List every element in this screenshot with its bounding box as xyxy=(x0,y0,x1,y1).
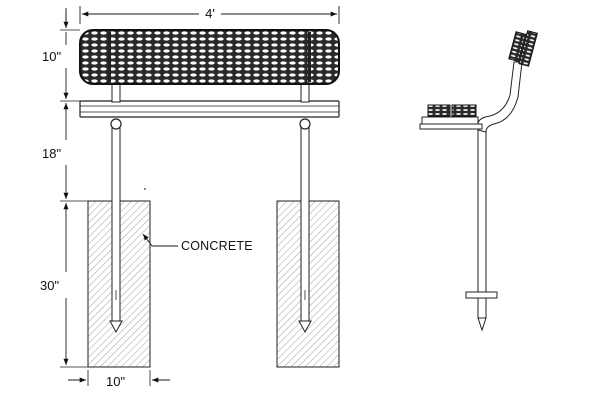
dim-vertical-chain: 10" 18" 30" xyxy=(40,8,88,368)
dim-label-footing-width: 10" xyxy=(106,374,125,389)
dim-label-leg-height: 18" xyxy=(42,146,61,161)
side-post xyxy=(477,129,487,293)
callout-concrete: CONCRETE xyxy=(142,233,253,253)
backrest-mesh xyxy=(79,29,340,85)
front-view xyxy=(79,29,340,368)
side-backrest xyxy=(508,30,538,67)
dim-label-overall-width: 4' xyxy=(205,6,215,21)
dim-label-embed-depth: 30" xyxy=(40,278,59,293)
dim-label-backrest-height: 10" xyxy=(42,49,61,64)
callout-label-concrete: CONCRETE xyxy=(181,239,253,253)
leg-left xyxy=(109,118,123,334)
dim-overall-width: 4' xyxy=(79,5,340,24)
side-ground-plate xyxy=(465,291,498,299)
leg-right xyxy=(298,118,312,334)
seat-front xyxy=(79,100,340,118)
side-view xyxy=(419,30,538,332)
side-seat xyxy=(419,104,483,130)
dimensions: 4' 10" 18" 30" 10" xyxy=(40,5,340,389)
side-back-arm xyxy=(477,61,523,133)
side-post-tip xyxy=(477,317,487,332)
dim-footing-width: 10" xyxy=(68,370,170,389)
